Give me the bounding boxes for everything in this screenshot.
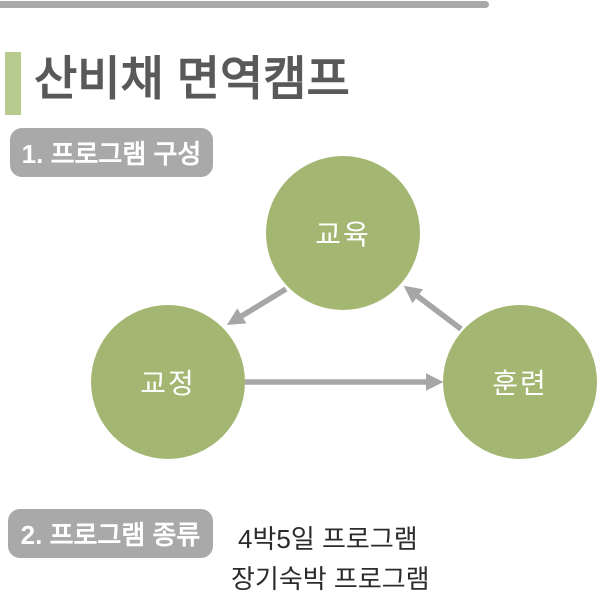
title-accent-bar [5,52,21,115]
node-correction: 교정 [91,305,245,459]
section-label-program-composition: 1. 프로그램 구성 [10,128,213,177]
program-item: 4박5일 프로그램 [238,524,418,554]
top-divider [0,1,489,8]
node-correction-label: 교정 [140,368,196,399]
section-label-program-types: 2. 프로그램 종류 [8,509,213,558]
node-education-label: 교육 [315,219,371,250]
program-item: 장기숙박 프로그램 [231,564,430,594]
page-title: 산비채 면역캠프 [34,52,350,105]
node-training: 훈련 [443,305,597,459]
arrow-training-to-education [403,285,463,332]
node-education: 교육 [266,156,420,310]
node-training-label: 훈련 [492,368,548,399]
arrow-education-to-correction [226,286,288,326]
